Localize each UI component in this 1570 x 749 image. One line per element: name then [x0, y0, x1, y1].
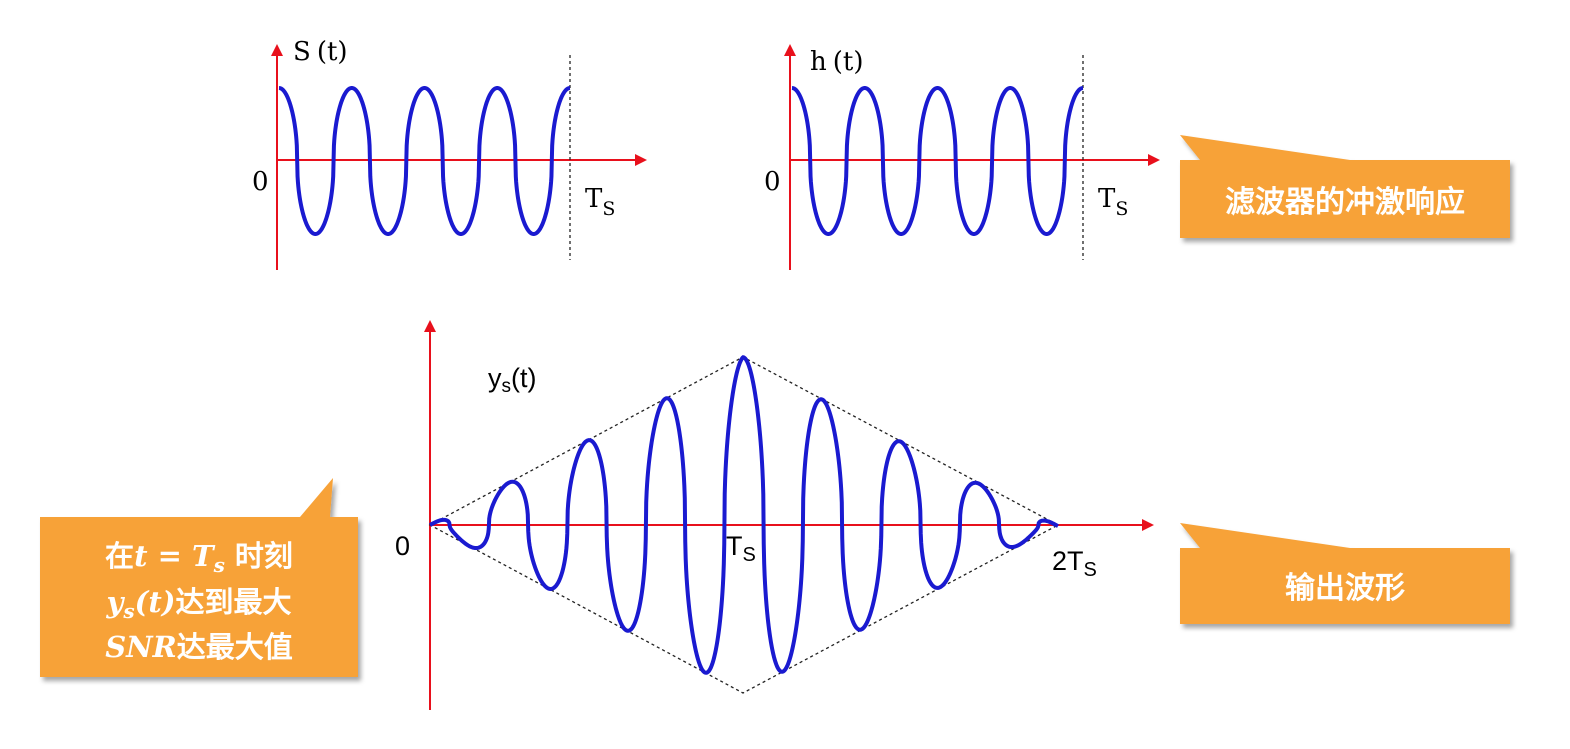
filter-ts-label: TS	[1098, 184, 1128, 220]
filter-waveform	[791, 85, 1084, 237]
max-snr-callout-text: 在t = Ts 时刻 ys(t)达到最大 SNR达最大值	[105, 539, 293, 664]
output-waveform-callout	[1180, 523, 1510, 624]
max-snr-callout	[40, 478, 358, 677]
output-ts-label: TS	[726, 531, 756, 566]
filter-panel: h(t) 0 TS	[764, 44, 1160, 270]
filter-label: h(t)	[810, 47, 864, 77]
filter-response-callout-text: 滤波器的冲激响应	[1225, 185, 1465, 220]
signal-ts-label: TS	[585, 184, 615, 220]
output-origin-label: 0	[395, 531, 410, 561]
signal-waveform	[278, 85, 571, 237]
signal-panel: S(t) 0 TS	[252, 37, 647, 270]
svg-text:SNR达最大值: SNR达最大值	[105, 630, 293, 664]
output-waveform	[429, 355, 1059, 675]
output-panel: ys(t) 0 TS 2TS	[395, 320, 1154, 710]
filter-response-callout	[1180, 135, 1510, 238]
signal-origin-label: 0	[252, 167, 269, 197]
output-label: ys(t)	[488, 363, 536, 397]
signal-label: S(t)	[293, 37, 348, 67]
svg-text:在t = Ts 时刻: 在t = Ts 时刻	[105, 539, 293, 577]
filter-origin-label: 0	[764, 167, 781, 197]
svg-text:ys(t)达到最大: ys(t)达到最大	[106, 585, 292, 623]
output-envelope	[428, 356, 1060, 694]
output-2ts-label: 2TS	[1052, 546, 1097, 581]
output-waveform-callout-text: 输出波形	[1285, 571, 1405, 606]
